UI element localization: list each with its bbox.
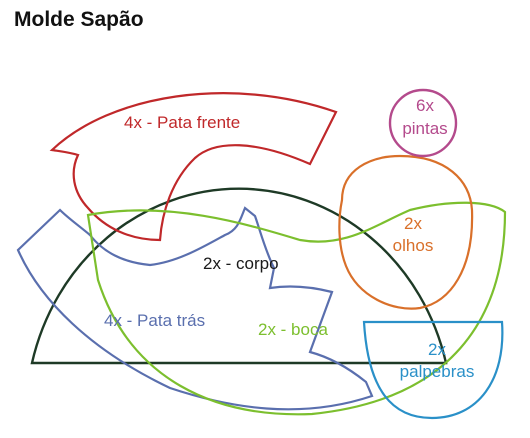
olhos-count-label: 2x	[404, 214, 422, 233]
pata-frente-label: 4x - Pata frente	[124, 113, 240, 132]
palpebras-count-label: 2x	[428, 340, 446, 359]
pintas-count-label: 6x	[416, 96, 434, 115]
page-title: Molde Sapão	[14, 8, 144, 31]
palpebras-name-label: palpebras	[400, 362, 475, 381]
boca-outline	[86, 201, 507, 416]
pata-tras-outline	[16, 206, 374, 411]
olhos-name-label: olhos	[393, 236, 434, 255]
pata-frente-outline	[49, 92, 338, 242]
pintas-outline	[388, 88, 458, 158]
corpo-label: 2x - corpo	[203, 254, 279, 273]
pintas-name-label: pintas	[402, 119, 447, 138]
olhos-outline	[338, 154, 474, 310]
boca-label: 2x - boca	[258, 320, 328, 339]
palpebras-outline	[362, 320, 504, 420]
pata-tras-label: 4x - Pata trás	[104, 311, 205, 330]
corpo-outline	[30, 187, 448, 365]
